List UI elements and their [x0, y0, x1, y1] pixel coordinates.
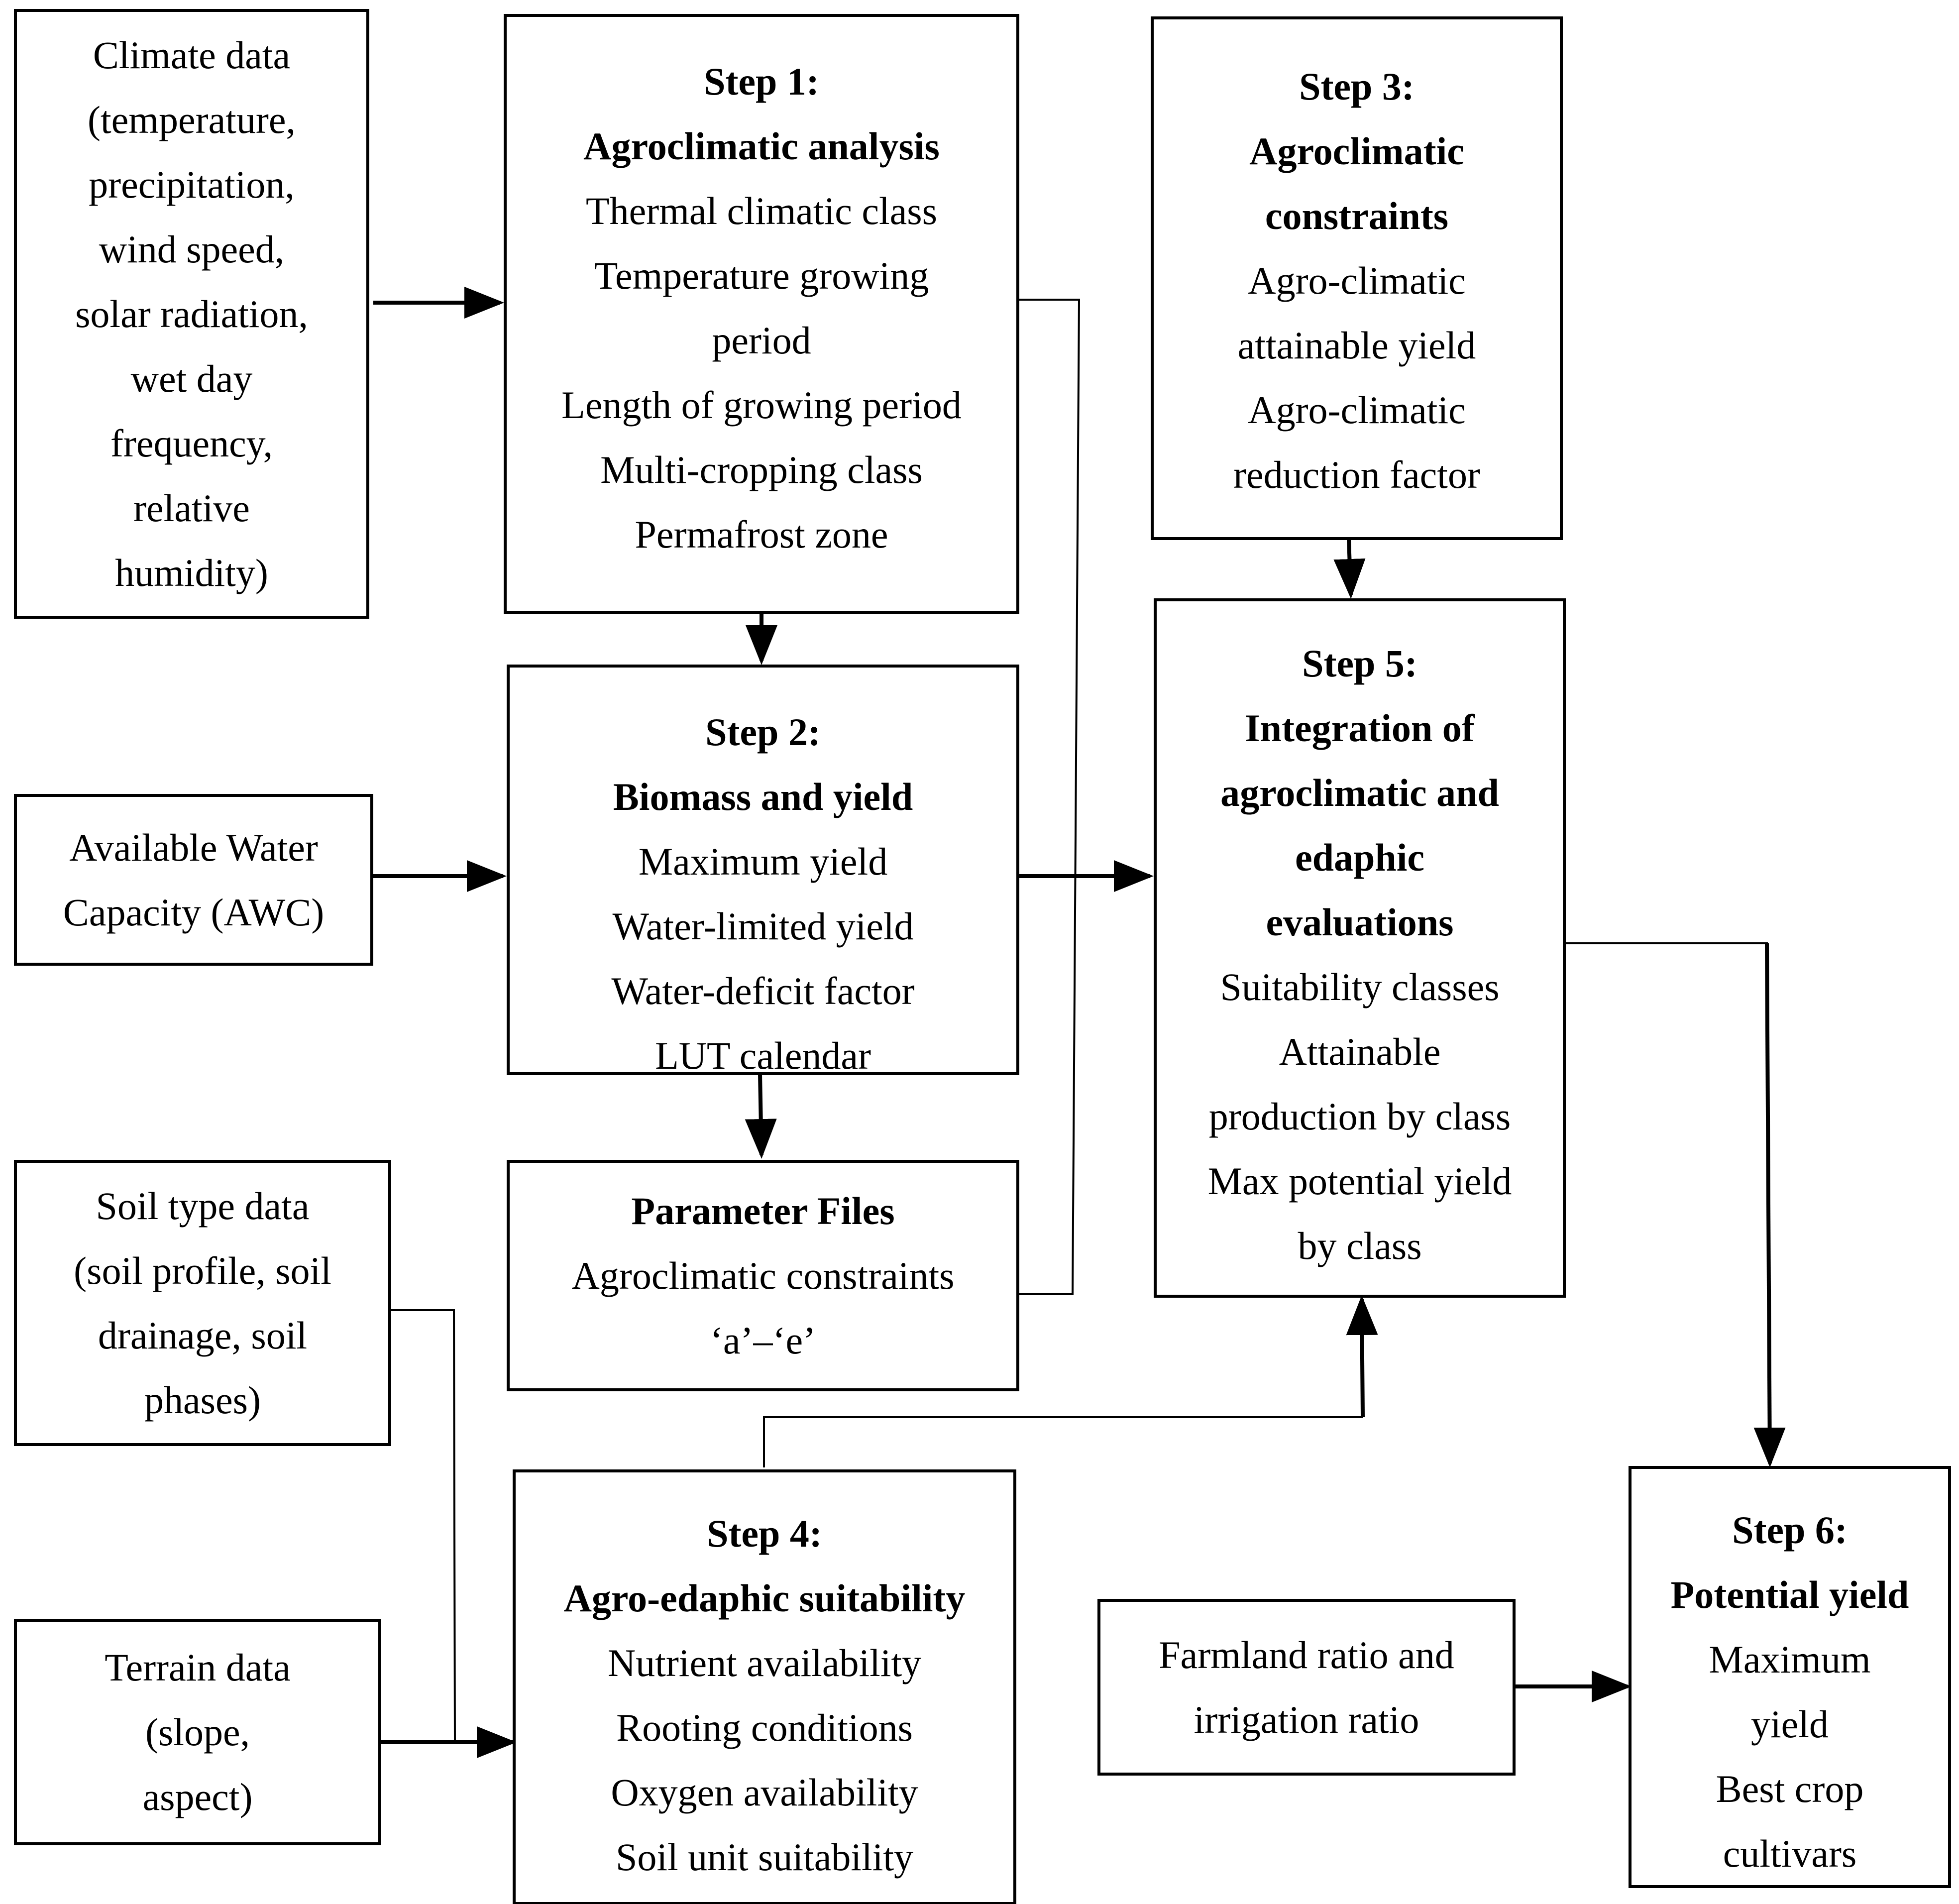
step5-item: by class	[1298, 1224, 1422, 1267]
soil-line: phases)	[144, 1378, 261, 1422]
params-item: ‘a’–‘e’	[710, 1318, 816, 1362]
step2-item: Water-deficit factor	[611, 969, 915, 1012]
awc-box: Available Water Capacity (AWC)	[14, 794, 373, 966]
farmland-line: irrigation ratio	[1194, 1697, 1419, 1741]
terrain-line: Terrain data	[105, 1645, 291, 1689]
soil-data-box: Soil type data (soil profile, soil drain…	[14, 1160, 391, 1446]
arrow-step5-to-step6	[1753, 943, 1786, 1467]
step4-item: Rooting conditions	[616, 1706, 913, 1749]
step4-item: Soil unit suitability	[615, 1835, 914, 1879]
climate-line: relative	[133, 486, 250, 530]
params-item: Agroclimatic constraints	[571, 1253, 955, 1297]
step1-item: period	[712, 319, 811, 362]
awc-line: Capacity (AWC)	[63, 890, 325, 934]
step2-title: Biomass and yield	[613, 775, 913, 818]
climate-line: solar radiation,	[75, 292, 308, 336]
step3-item: Agro-climatic	[1248, 388, 1466, 432]
step2-box: Step 2: Biomass and yield Maximum yield …	[507, 665, 1019, 1077]
step2-item: Water-limited yield	[612, 904, 914, 948]
step1-item: Multi-cropping class	[600, 448, 923, 491]
step5-item: Max potential yield	[1207, 1159, 1512, 1203]
soil-line: Soil type data	[96, 1184, 310, 1228]
climate-line: wind speed,	[99, 227, 285, 271]
step6-item: yield	[1751, 1702, 1829, 1746]
step5-item: Suitability classes	[1220, 965, 1500, 1008]
arrow-step2-to-params	[745, 1074, 777, 1159]
step4-item: Oxygen availability	[611, 1771, 918, 1814]
step3-title: constraints	[1265, 194, 1449, 237]
step5-title: Integration of	[1245, 706, 1475, 750]
step3-title: Agroclimatic	[1249, 129, 1464, 173]
step4-box: Step 4: Agro-edaphic suitability Nutrien…	[513, 1469, 1016, 1904]
climate-line: Climate data	[93, 33, 291, 77]
connector-step5-to-step6	[1563, 942, 1768, 951]
step3-box: Step 3: Agroclimatic constraints Agro-cl…	[1151, 16, 1563, 540]
connector-soil-to-step4	[389, 1309, 456, 1743]
step1-item: Length of growing period	[561, 383, 962, 427]
step5-title: edaphic	[1295, 836, 1425, 879]
arrow-step3-to-step5	[1333, 538, 1366, 599]
step4-number: Step 4:	[707, 1512, 822, 1555]
step6-number: Step 6:	[1732, 1508, 1848, 1552]
step6-item: Maximum	[1709, 1638, 1871, 1681]
step1-box: Step 1: Agroclimatic analysis Thermal cl…	[504, 14, 1019, 614]
connector-step1-params	[1016, 299, 1081, 1295]
step3-item: Agro-climatic	[1248, 259, 1466, 302]
climate-line: frequency,	[110, 421, 273, 465]
step2-item: LUT calendar	[655, 1034, 871, 1077]
params-title: Parameter Files	[631, 1189, 895, 1232]
step5-title: evaluations	[1266, 900, 1454, 944]
parameter-files-box: Parameter Files Agroclimatic constraints…	[507, 1160, 1019, 1391]
step5-item: production by class	[1208, 1095, 1511, 1138]
step3-number: Step 3:	[1299, 65, 1415, 108]
soil-line: drainage, soil	[98, 1313, 308, 1357]
climate-data-box: Climate data (temperature, precipitation…	[14, 9, 369, 619]
terrain-line: (slope,	[145, 1710, 250, 1754]
step2-number: Step 2:	[705, 710, 821, 754]
step1-title: Agroclimatic analysis	[583, 124, 940, 168]
step1-item: Temperature growing	[594, 254, 929, 297]
climate-line: wet day	[130, 356, 253, 400]
step6-item: Best crop	[1716, 1767, 1864, 1810]
farmland-irrigation-box: Farmland ratio and irrigation ratio	[1097, 1599, 1516, 1776]
step1-item: Thermal climatic class	[585, 189, 938, 232]
step3-item: reduction factor	[1233, 453, 1480, 496]
step3-item: attainable yield	[1237, 324, 1476, 367]
climate-line: precipitation,	[89, 162, 295, 206]
step5-item: Attainable	[1279, 1030, 1441, 1073]
step6-item: cultivars	[1723, 1832, 1857, 1875]
step5-number: Step 5:	[1302, 642, 1417, 685]
step2-item: Maximum yield	[638, 840, 888, 883]
step6-box: Step 6: Potential yield Maximum yield Be…	[1629, 1466, 1951, 1888]
step5-title: agroclimatic and	[1220, 771, 1499, 814]
step4-title: Agro-edaphic suitability	[563, 1576, 966, 1620]
climate-line: humidity)	[115, 551, 268, 594]
climate-line: (temperature,	[88, 98, 296, 141]
connector-step4-to-step5	[763, 1416, 1363, 1467]
step5-box: Step 5: Integration of agroclimatic and …	[1154, 598, 1566, 1298]
step1-item: Permafrost zone	[635, 513, 888, 556]
step4-item: Nutrient availability	[607, 1641, 922, 1684]
farmland-line: Farmland ratio and	[1159, 1633, 1454, 1677]
awc-line: Available Water	[69, 825, 318, 869]
step1-number: Step 1:	[704, 60, 819, 103]
step6-title: Potential yield	[1670, 1573, 1909, 1616]
terrain-data-box: Terrain data (slope, aspect)	[14, 1619, 381, 1845]
soil-line: (soil profile, soil	[74, 1248, 331, 1292]
arrow-step4-to-step5	[1346, 1295, 1378, 1418]
terrain-line: aspect)	[142, 1775, 253, 1818]
